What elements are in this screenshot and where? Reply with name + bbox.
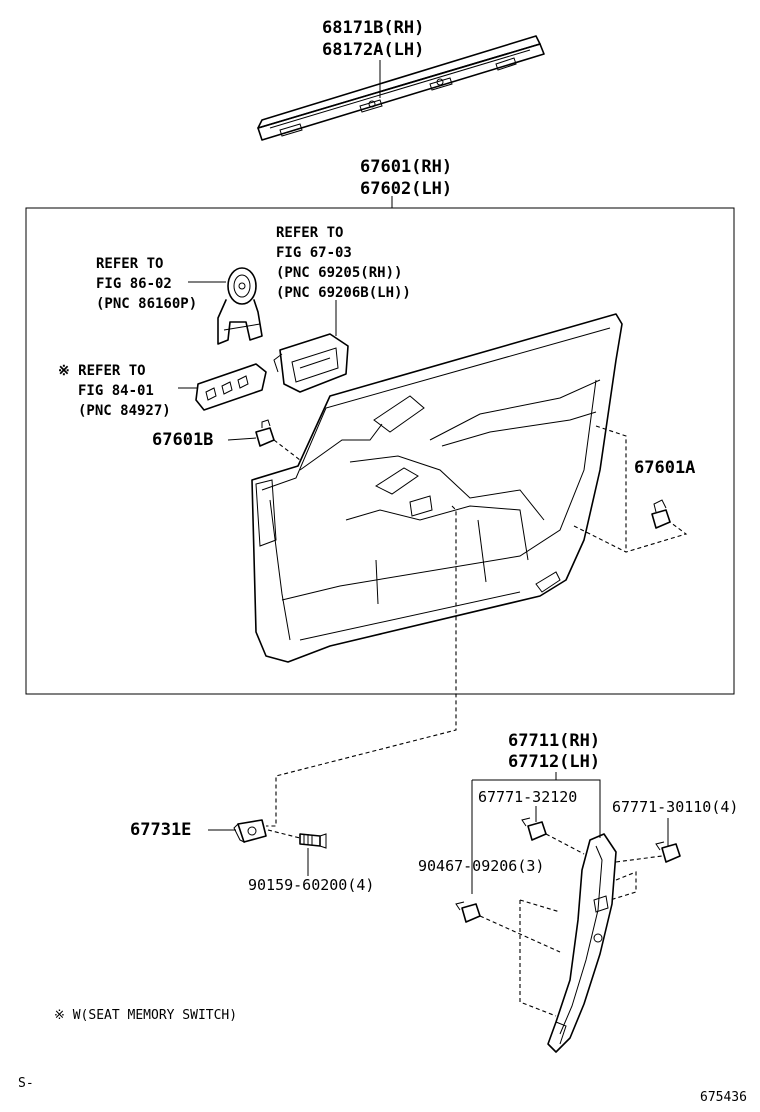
refer-fig-84-line2: FIG 84-01 (78, 383, 154, 399)
label-67711-rh: 67711(RH) (508, 731, 601, 751)
label-68172a-lh: 68172A(LH) (322, 40, 425, 60)
label-67771-30110: 67771-30110(4) (612, 798, 739, 816)
memory-switch-drawing (195, 363, 267, 411)
label-67601a: 67601A (634, 458, 696, 478)
refer-fig-67-line4: (PNC 69206B(LH)) (276, 285, 411, 301)
label-67731e: 67731E (130, 820, 192, 840)
refer-fig-86-line1: REFER TO (96, 256, 164, 272)
cover-bracket-line (472, 779, 601, 838)
clip-67771-32120-drawing (521, 817, 547, 841)
clip-a-dash-lower (573, 521, 688, 553)
clip-67601a-drawing (651, 499, 671, 529)
refer-fig-86-line2: FIG 86-02 (96, 276, 172, 292)
inside-handle-drawing (273, 333, 349, 393)
figure-number: 675436 (700, 1090, 747, 1105)
clip-b-leader (227, 437, 257, 441)
door-trim-board-drawing (251, 313, 623, 663)
footnote-seat-memory-switch: ※ W(SEAT MEMORY SWITCH) (54, 1008, 238, 1023)
label-68171b-rh: 68171B(RH) (322, 18, 425, 38)
refer-fig-67-line3: (PNC 69205(RH)) (276, 265, 403, 281)
trim-frame (25, 207, 735, 695)
refer-fig-67-line2: FIG 67-03 (276, 245, 352, 261)
refer-fig-84-line1: ※ REFER TO (58, 363, 146, 379)
label-67712-lh: 67712(LH) (508, 752, 601, 772)
screw-90467-drawing (455, 901, 481, 923)
label-67771-32120: 67771-32120 (478, 788, 578, 806)
clip-30110-dash (609, 855, 663, 901)
clip-67601b-drawing (255, 419, 275, 447)
refer-fig-86-line3: (PNC 86160P) (96, 296, 198, 312)
screw-90159-drawing (299, 833, 327, 849)
label-67601-rh: 67601(RH) (360, 157, 453, 177)
refer-fig-84-line3: (PNC 84927) (78, 403, 171, 419)
bracket-67731e-drawing (233, 819, 267, 843)
clip-a-dash-upper (595, 425, 627, 552)
clip-32120-dash (545, 833, 585, 855)
speaker-drawing (217, 267, 263, 345)
screw-90467-dash (479, 899, 561, 1017)
label-90467-09206: 90467-09206(3) (418, 857, 545, 875)
corner-code: S- (18, 1076, 34, 1091)
label-67601b: 67601B (152, 430, 214, 450)
label-67602-lh: 67602(LH) (360, 179, 453, 199)
belt-garnish-drawing (257, 35, 545, 141)
clip-b-dash (273, 439, 301, 461)
screw-dash (267, 829, 301, 839)
bracket-dash (266, 505, 457, 827)
refer-fig-67-line1: REFER TO (276, 225, 344, 241)
lower-cover-drawing (547, 833, 617, 1053)
label-90159-60200: 90159-60200(4) (248, 876, 375, 894)
clip-67771-30110-drawing (655, 841, 681, 863)
